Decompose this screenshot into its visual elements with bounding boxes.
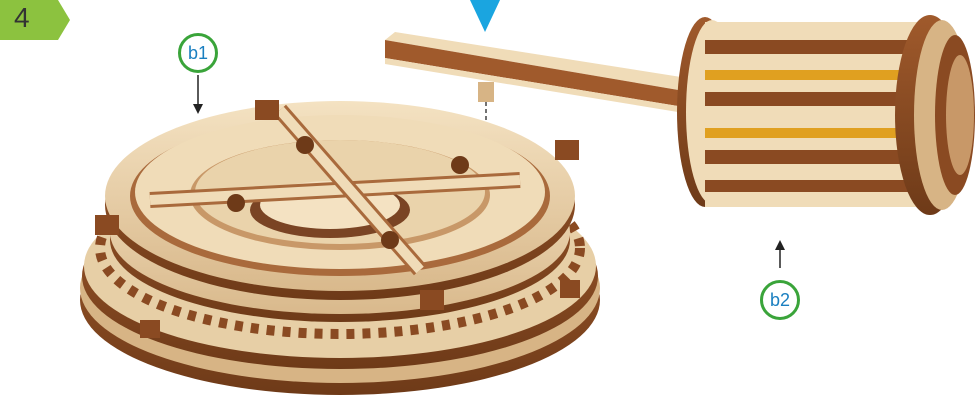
step-number: 4: [14, 2, 30, 34]
callout-b1-label: b1: [188, 43, 208, 64]
callout-b1-arrow: [193, 75, 203, 114]
rail-piece: [385, 32, 700, 114]
callout-b2-label: b2: [770, 290, 790, 311]
callout-b1: b1: [178, 33, 218, 73]
step-badge: [0, 0, 70, 40]
drum-assembly: [677, 15, 975, 215]
callout-b2-arrow: [775, 240, 785, 268]
gear-base-assembly: [80, 100, 600, 395]
blue-marker-icon: [470, 0, 500, 32]
callout-b2: b2: [760, 280, 800, 320]
